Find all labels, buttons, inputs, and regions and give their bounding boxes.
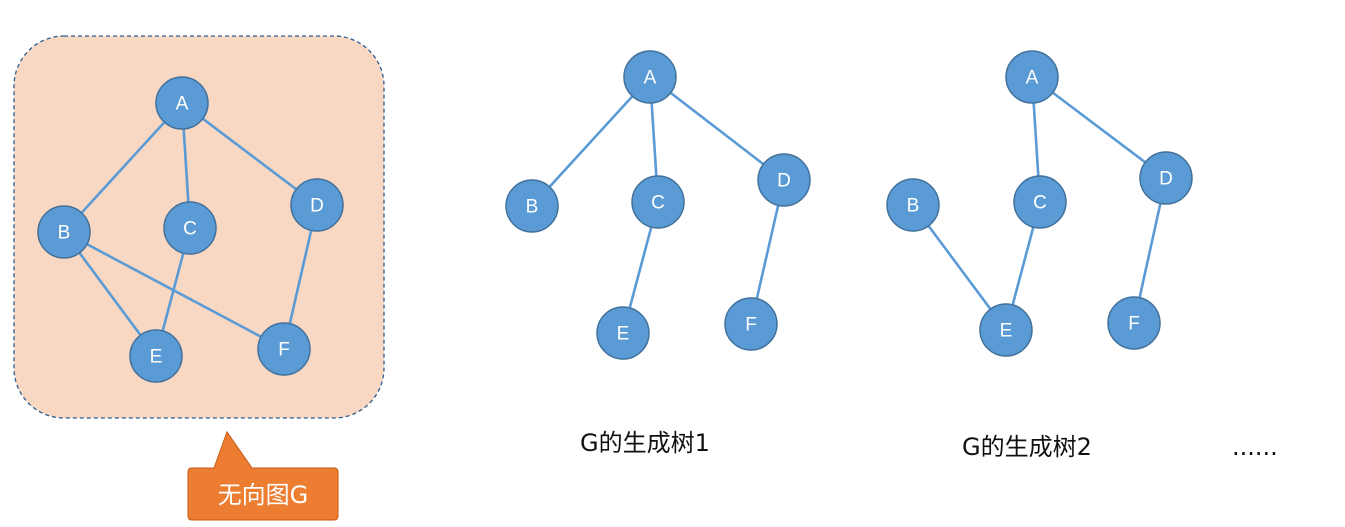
node-circle xyxy=(757,153,811,207)
node-label: E xyxy=(617,324,630,345)
node-circle xyxy=(290,178,344,232)
spanning-tree-1-edge-a-b xyxy=(531,76,651,207)
node-circle xyxy=(631,175,685,229)
node-label: E xyxy=(150,347,163,368)
graph-g-node-e: E xyxy=(129,329,183,383)
node-circle xyxy=(724,297,778,351)
graph-g-node-d: D xyxy=(290,178,344,232)
spanning-tree-1-node-e: E xyxy=(596,306,650,360)
spanning-tree-1-node-f: F xyxy=(724,297,778,351)
node-label: D xyxy=(777,171,791,192)
node-circle xyxy=(1139,151,1193,205)
node-circle xyxy=(37,205,91,259)
spanning-tree-2-node-f: F xyxy=(1107,296,1161,350)
node-label: E xyxy=(1000,321,1013,342)
node-circle xyxy=(1013,175,1067,229)
node-label: F xyxy=(745,315,757,336)
node-label: F xyxy=(1128,314,1140,335)
graph-g-edge-a-d xyxy=(181,101,318,207)
node-circle xyxy=(979,303,1033,357)
node-label: D xyxy=(1159,169,1173,190)
spanning-tree-1-node-a: A xyxy=(623,50,677,104)
node-circle xyxy=(155,76,209,130)
graph-g-node-c: C xyxy=(163,201,217,255)
graph-g-callout: 无向图G xyxy=(187,430,339,521)
node-label: D xyxy=(310,196,324,217)
node-circle xyxy=(886,178,940,232)
node-circle xyxy=(129,329,183,383)
spanning-tree-2-caption: G的生成树2 xyxy=(962,433,1092,461)
node-label: B xyxy=(526,197,539,218)
node-circle xyxy=(596,306,650,360)
graph-g-node-f: F xyxy=(257,322,311,376)
graph-g-node-b: B xyxy=(37,205,91,259)
spanning-tree-2-node-d: D xyxy=(1139,151,1193,205)
spanning-tree-1-node-c: C xyxy=(631,175,685,229)
node-circle xyxy=(257,322,311,376)
node-label: B xyxy=(907,196,920,217)
spanning-tree-2-node-e: E xyxy=(979,303,1033,357)
spanning-tree-2-node-a: A xyxy=(1005,50,1059,104)
node-circle xyxy=(1005,50,1059,104)
spanning-tree-2-edge-a-d xyxy=(1031,75,1167,180)
spanning-tree-1-node-b: B xyxy=(505,179,559,233)
node-label: A xyxy=(1026,68,1039,89)
spanning-tree-1-edge-a-d xyxy=(649,75,785,182)
graph-g-edge-a-b xyxy=(63,102,183,233)
node-label: C xyxy=(1033,193,1047,214)
node-circle xyxy=(505,179,559,233)
node-label: C xyxy=(183,219,197,240)
spanning-tree-1-node-d: D xyxy=(757,153,811,207)
node-label: F xyxy=(278,340,290,361)
node-circle xyxy=(163,201,217,255)
node-label: A xyxy=(176,94,189,115)
node-label: B xyxy=(58,223,71,244)
node-circle xyxy=(623,50,677,104)
node-label: C xyxy=(651,193,665,214)
node-circle xyxy=(1107,296,1161,350)
ellipsis-text: ...... xyxy=(1232,433,1278,461)
spanning-tree-2-node-c: C xyxy=(1013,175,1067,229)
node-label: A xyxy=(644,68,657,89)
graph-g-caption: 无向图G xyxy=(218,481,309,509)
graph-g-node-a: A xyxy=(155,76,209,130)
spanning-tree-1-caption: G的生成树1 xyxy=(580,429,710,457)
spanning-tree-2-node-b: B xyxy=(886,178,940,232)
callout-shape xyxy=(187,430,339,521)
